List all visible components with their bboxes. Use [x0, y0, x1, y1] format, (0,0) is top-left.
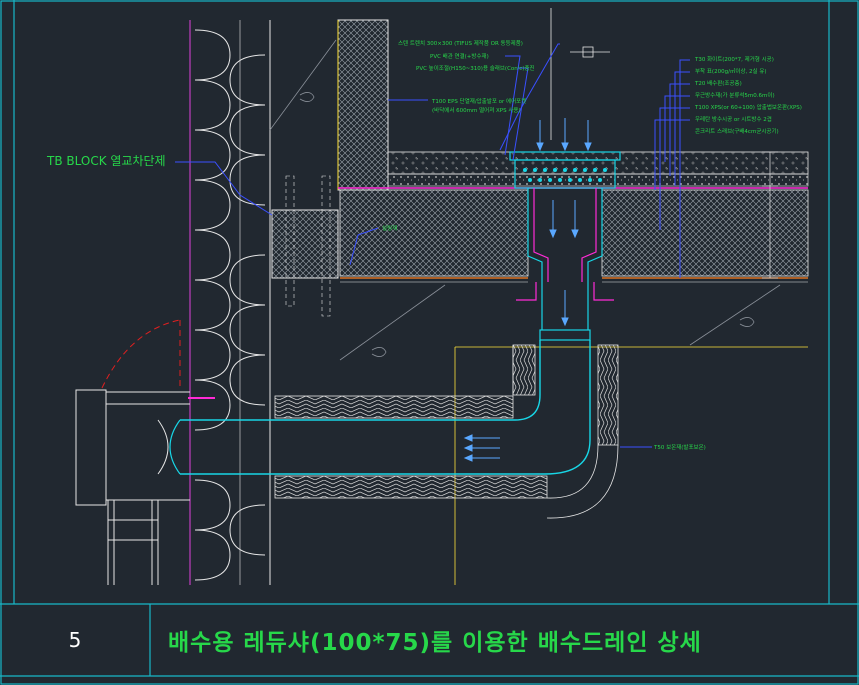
- tb-block-label: TB BLOCK 열교차단제: [46, 154, 166, 168]
- pvc-pipe-label-2: PVC 높이조절(H150~310)용 슬래브(Con'c)충진: [416, 64, 535, 72]
- sealant-label: 실링재: [382, 224, 397, 232]
- pvc-pipe-label-1: PVC 배관 연결(+방수재): [430, 52, 489, 60]
- upper-wall: [337, 19, 389, 191]
- right-label-4: 무근방수재(가 분류석5m0.6m이): [695, 91, 775, 99]
- leader-lines: [175, 43, 690, 448]
- right-label-5: T100 XPS(or 60+100) 압출법보온판(XPS): [694, 103, 802, 111]
- dimension-line: [762, 151, 778, 279]
- right-label-1: T30 화이트(200*7, 제거형 시공): [694, 55, 774, 63]
- detail-number: 5: [68, 628, 82, 652]
- t100-eps-label: T100 EPS 단열재/압출발포 or 에어포켓: [431, 97, 526, 105]
- right-label-2: 부착 표(200g/㎡이상, 2실 유): [695, 67, 767, 75]
- wall-insulation-bolsters: [189, 20, 271, 585]
- roof-layers: [338, 151, 809, 585]
- annotation-labels: TB BLOCK 열교차단제 스텐 트렌치 300×300 (TIFUS 제작품…: [46, 39, 802, 451]
- drain-pipe: [157, 340, 619, 519]
- flow-arrows: [463, 118, 592, 462]
- t50-insulation-label: T50 보온재(발포보온): [653, 443, 706, 451]
- t100-eps-label-2: (바닥에서 600mm 떨어져 XPS 사용): [432, 106, 521, 114]
- roof-drain: [509, 151, 621, 341]
- crosshair-cursor-icon: [550, 8, 610, 140]
- parapet-gutter: [75, 319, 215, 585]
- detail-title: 배수용 레듀샤(100*75)를 이용한 배수드레인 상세: [168, 630, 702, 656]
- right-label-7: 콘크리트 스래브(구배4cm균시공기): [695, 127, 779, 135]
- construction-lines: [269, 39, 781, 361]
- right-label-6: 우레탄 방수시공 or 시트방수 2겹: [695, 115, 772, 123]
- right-label-3: T20 배수판(조공층): [694, 79, 742, 87]
- drain-grating-label: 스텐 트렌치 300×300 (TIFUS 제작품 OR 동등제품): [398, 39, 523, 47]
- tb-block: [271, 175, 339, 317]
